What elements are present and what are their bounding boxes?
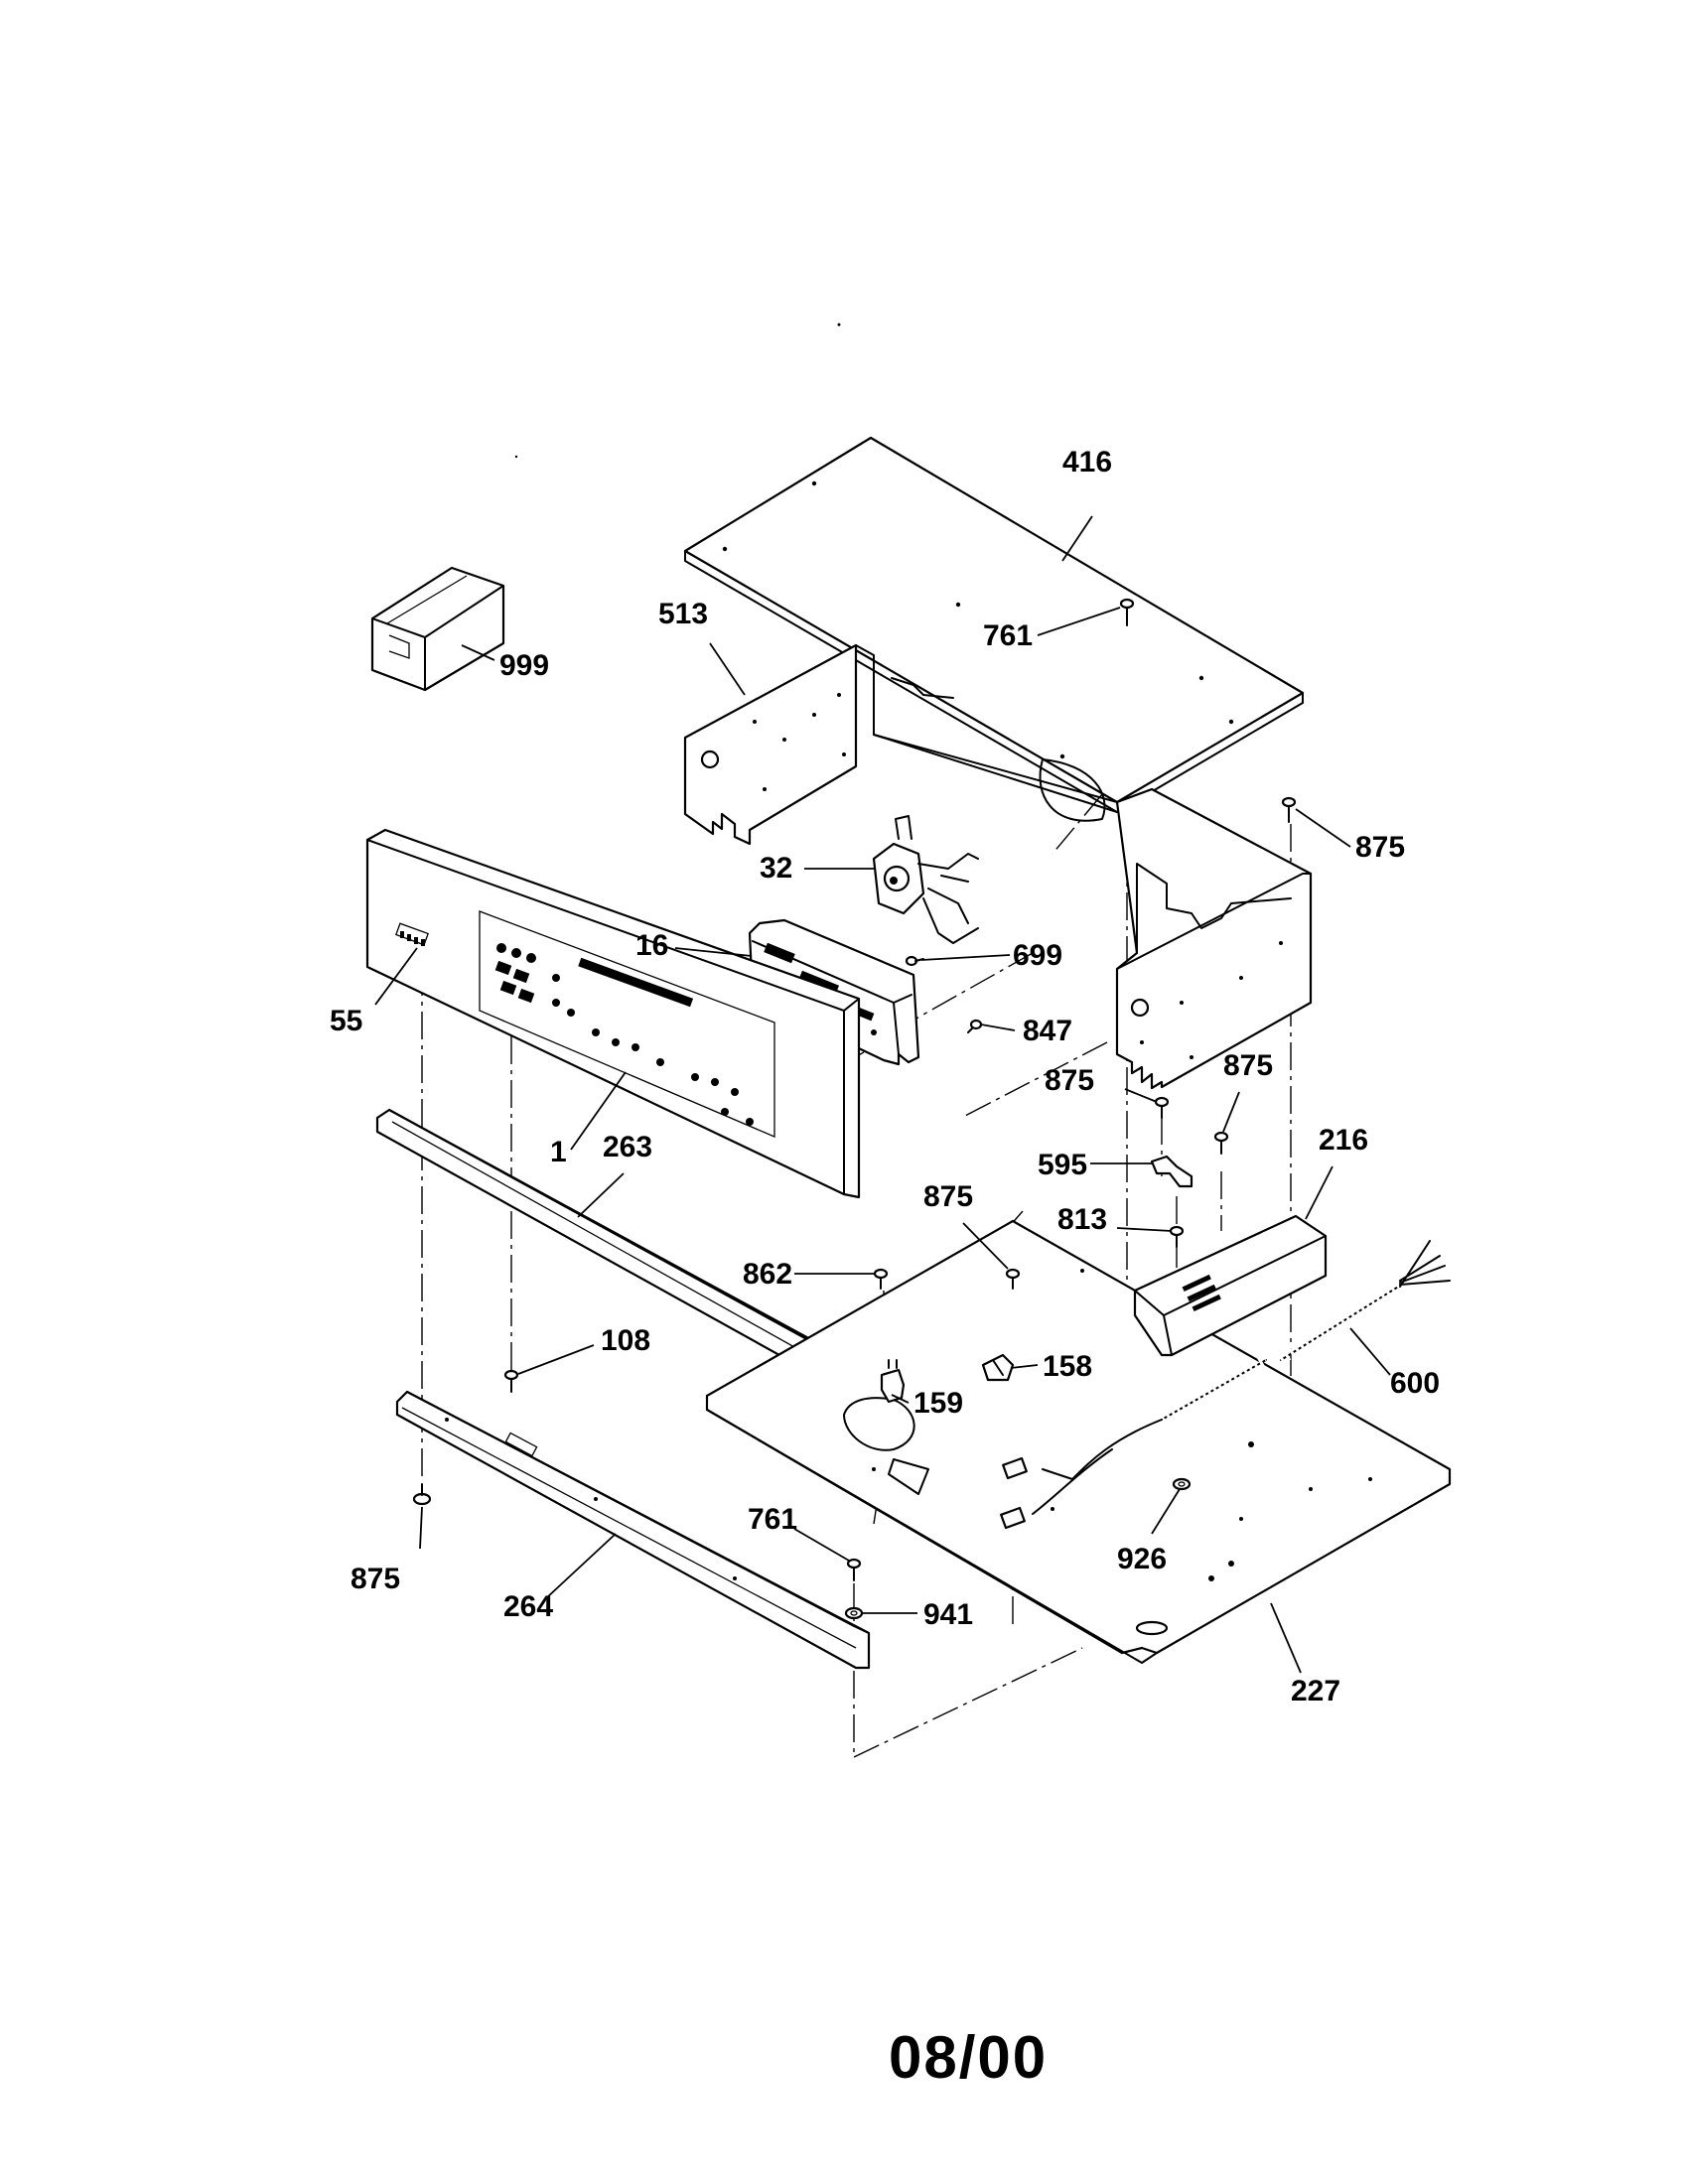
screw-761-top — [1119, 598, 1135, 626]
lower-rail-264 — [395, 1390, 871, 1670]
screw-862 — [873, 1268, 889, 1290]
base-panel-227 — [705, 1219, 1452, 1664]
screw-761-bottom — [846, 1558, 862, 1581]
callout-595: 595 — [1038, 1149, 1087, 1181]
console-panel-1 — [365, 828, 861, 1199]
callout-875-top-right: 875 — [1355, 831, 1405, 864]
washer-926 — [1172, 1477, 1192, 1491]
screw-875-right-b — [1213, 1131, 1229, 1155]
callout-875-mid: 875 — [923, 1180, 973, 1213]
screw-875-top-right — [1281, 796, 1297, 823]
callout-32: 32 — [760, 852, 792, 885]
callout-416: 416 — [1062, 446, 1112, 478]
callout-labels: 416 761 513 999 875 32 16 699 55 847 875… — [330, 446, 1440, 1707]
scan-specks — [514, 323, 841, 459]
keypad-marks — [494, 943, 754, 1126]
callout-16: 16 — [635, 929, 668, 962]
callout-941: 941 — [923, 1598, 973, 1631]
clamp-595 — [1150, 1155, 1193, 1188]
callout-926: 926 — [1117, 1543, 1167, 1575]
motor-assembly-32 — [872, 815, 979, 944]
sensor-158 — [981, 1353, 1015, 1382]
screw-875-right-a — [1154, 1096, 1170, 1119]
callout-600: 600 — [1390, 1367, 1440, 1400]
screw-699 — [905, 955, 924, 967]
callout-216: 216 — [1319, 1124, 1368, 1157]
callout-158: 158 — [1043, 1350, 1092, 1383]
screw-875-left — [412, 1483, 432, 1506]
callout-761-top: 761 — [983, 619, 1033, 652]
washer-941 — [844, 1606, 864, 1620]
callout-999: 999 — [499, 649, 549, 682]
fasteners — [412, 598, 1297, 1620]
callout-875-right-a: 875 — [1045, 1064, 1094, 1097]
callout-227: 227 — [1291, 1675, 1340, 1707]
callout-159: 159 — [913, 1387, 963, 1420]
callout-847: 847 — [1023, 1015, 1072, 1047]
date-code: 08/00 — [889, 2024, 1048, 2091]
callout-263: 263 — [603, 1131, 652, 1163]
callout-875-right-b: 875 — [1223, 1049, 1273, 1082]
screw-108 — [503, 1369, 519, 1393]
right-side-panel — [1115, 787, 1313, 1090]
callout-761-bottom: 761 — [748, 1503, 797, 1536]
wire-harness-600 — [1000, 1240, 1451, 1530]
junction-cover-216 — [1133, 1214, 1328, 1357]
screw-847 — [967, 1019, 983, 1033]
callout-813: 813 — [1057, 1203, 1107, 1236]
leader-lines — [374, 515, 1391, 1674]
switch-159 — [880, 1359, 906, 1404]
screw-813 — [1169, 1225, 1185, 1248]
callout-108: 108 — [601, 1324, 650, 1357]
callout-699: 699 — [1013, 939, 1062, 972]
top-panel-416 — [683, 436, 1305, 813]
callout-513: 513 — [658, 598, 708, 630]
callout-1: 1 — [550, 1136, 567, 1168]
callout-55: 55 — [330, 1005, 362, 1037]
carton-999 — [370, 566, 505, 692]
callout-875-left: 875 — [351, 1563, 400, 1595]
callout-862: 862 — [743, 1258, 792, 1291]
screw-875-mid — [1005, 1268, 1021, 1290]
callout-264: 264 — [503, 1590, 553, 1623]
